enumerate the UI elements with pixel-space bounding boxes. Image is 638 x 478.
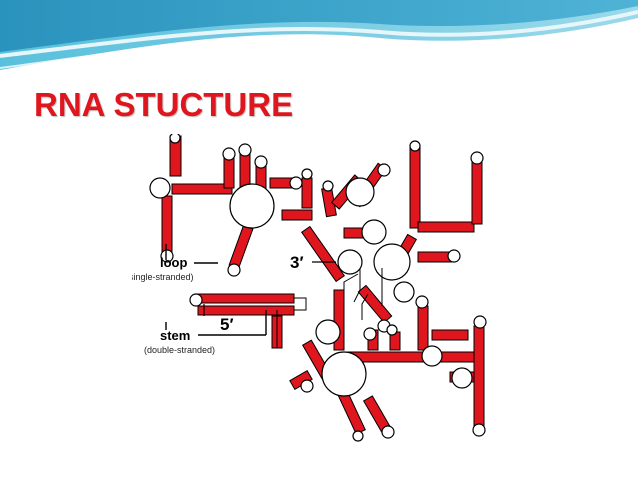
loop	[470, 151, 484, 165]
loop	[373, 243, 411, 281]
loop	[447, 249, 461, 263]
stem	[161, 195, 173, 255]
loop	[189, 293, 203, 307]
loop	[238, 143, 252, 157]
loop	[421, 345, 443, 367]
loop	[169, 134, 181, 144]
slide-title: RNA STUCTURE	[34, 86, 294, 123]
stem	[417, 251, 453, 263]
stem	[471, 161, 483, 225]
loop	[381, 425, 395, 439]
stem	[417, 221, 475, 233]
loop	[337, 249, 363, 275]
loop	[149, 177, 171, 199]
loop-label: loop	[160, 255, 187, 270]
rna-structure-diagram: loop (single-stranded) stem (double-stra…	[132, 134, 510, 442]
stem	[417, 305, 429, 351]
stem	[197, 305, 295, 316]
loop	[321, 351, 367, 397]
stem	[223, 157, 235, 189]
stem	[431, 329, 469, 341]
stem-label: stem	[160, 328, 190, 343]
loop	[472, 423, 486, 437]
three-prime-label: 3′	[290, 253, 304, 272]
stem-note: (double-stranded)	[144, 345, 215, 355]
loop	[229, 183, 275, 229]
header-wave-decoration	[0, 0, 638, 70]
loop	[254, 155, 268, 169]
stem	[343, 351, 475, 363]
annotations: loop (single-stranded) stem (double-stra…	[132, 244, 336, 355]
stem	[301, 225, 345, 283]
loop	[415, 295, 429, 309]
five-prime-label: 5′	[220, 315, 234, 334]
loop	[222, 147, 236, 161]
loop	[289, 176, 303, 190]
loop	[451, 367, 473, 389]
loop	[300, 379, 314, 393]
loop	[301, 168, 313, 180]
loop-note: (single-stranded)	[132, 272, 194, 282]
stem	[301, 177, 313, 209]
stem	[409, 147, 421, 229]
stem	[473, 325, 485, 427]
wave-highlight	[0, 10, 638, 58]
wave-highlight-2	[0, 21, 638, 69]
stem	[333, 289, 345, 351]
loop	[345, 177, 375, 207]
rna-loops	[149, 134, 487, 442]
loop	[363, 327, 377, 341]
loop	[227, 263, 241, 277]
loop	[393, 281, 415, 303]
loop	[322, 180, 334, 192]
loop	[409, 140, 421, 152]
loop	[315, 319, 341, 345]
stem	[269, 177, 293, 189]
loop	[377, 163, 391, 177]
stem	[171, 183, 233, 195]
loop	[160, 249, 174, 263]
stem	[357, 284, 393, 324]
stem	[197, 293, 295, 304]
rna-strands	[276, 268, 383, 348]
wave-mid	[0, 0, 638, 52]
loop	[386, 324, 398, 336]
loop	[352, 430, 364, 442]
loop	[473, 315, 487, 329]
stem	[281, 209, 313, 221]
loop	[361, 219, 387, 245]
